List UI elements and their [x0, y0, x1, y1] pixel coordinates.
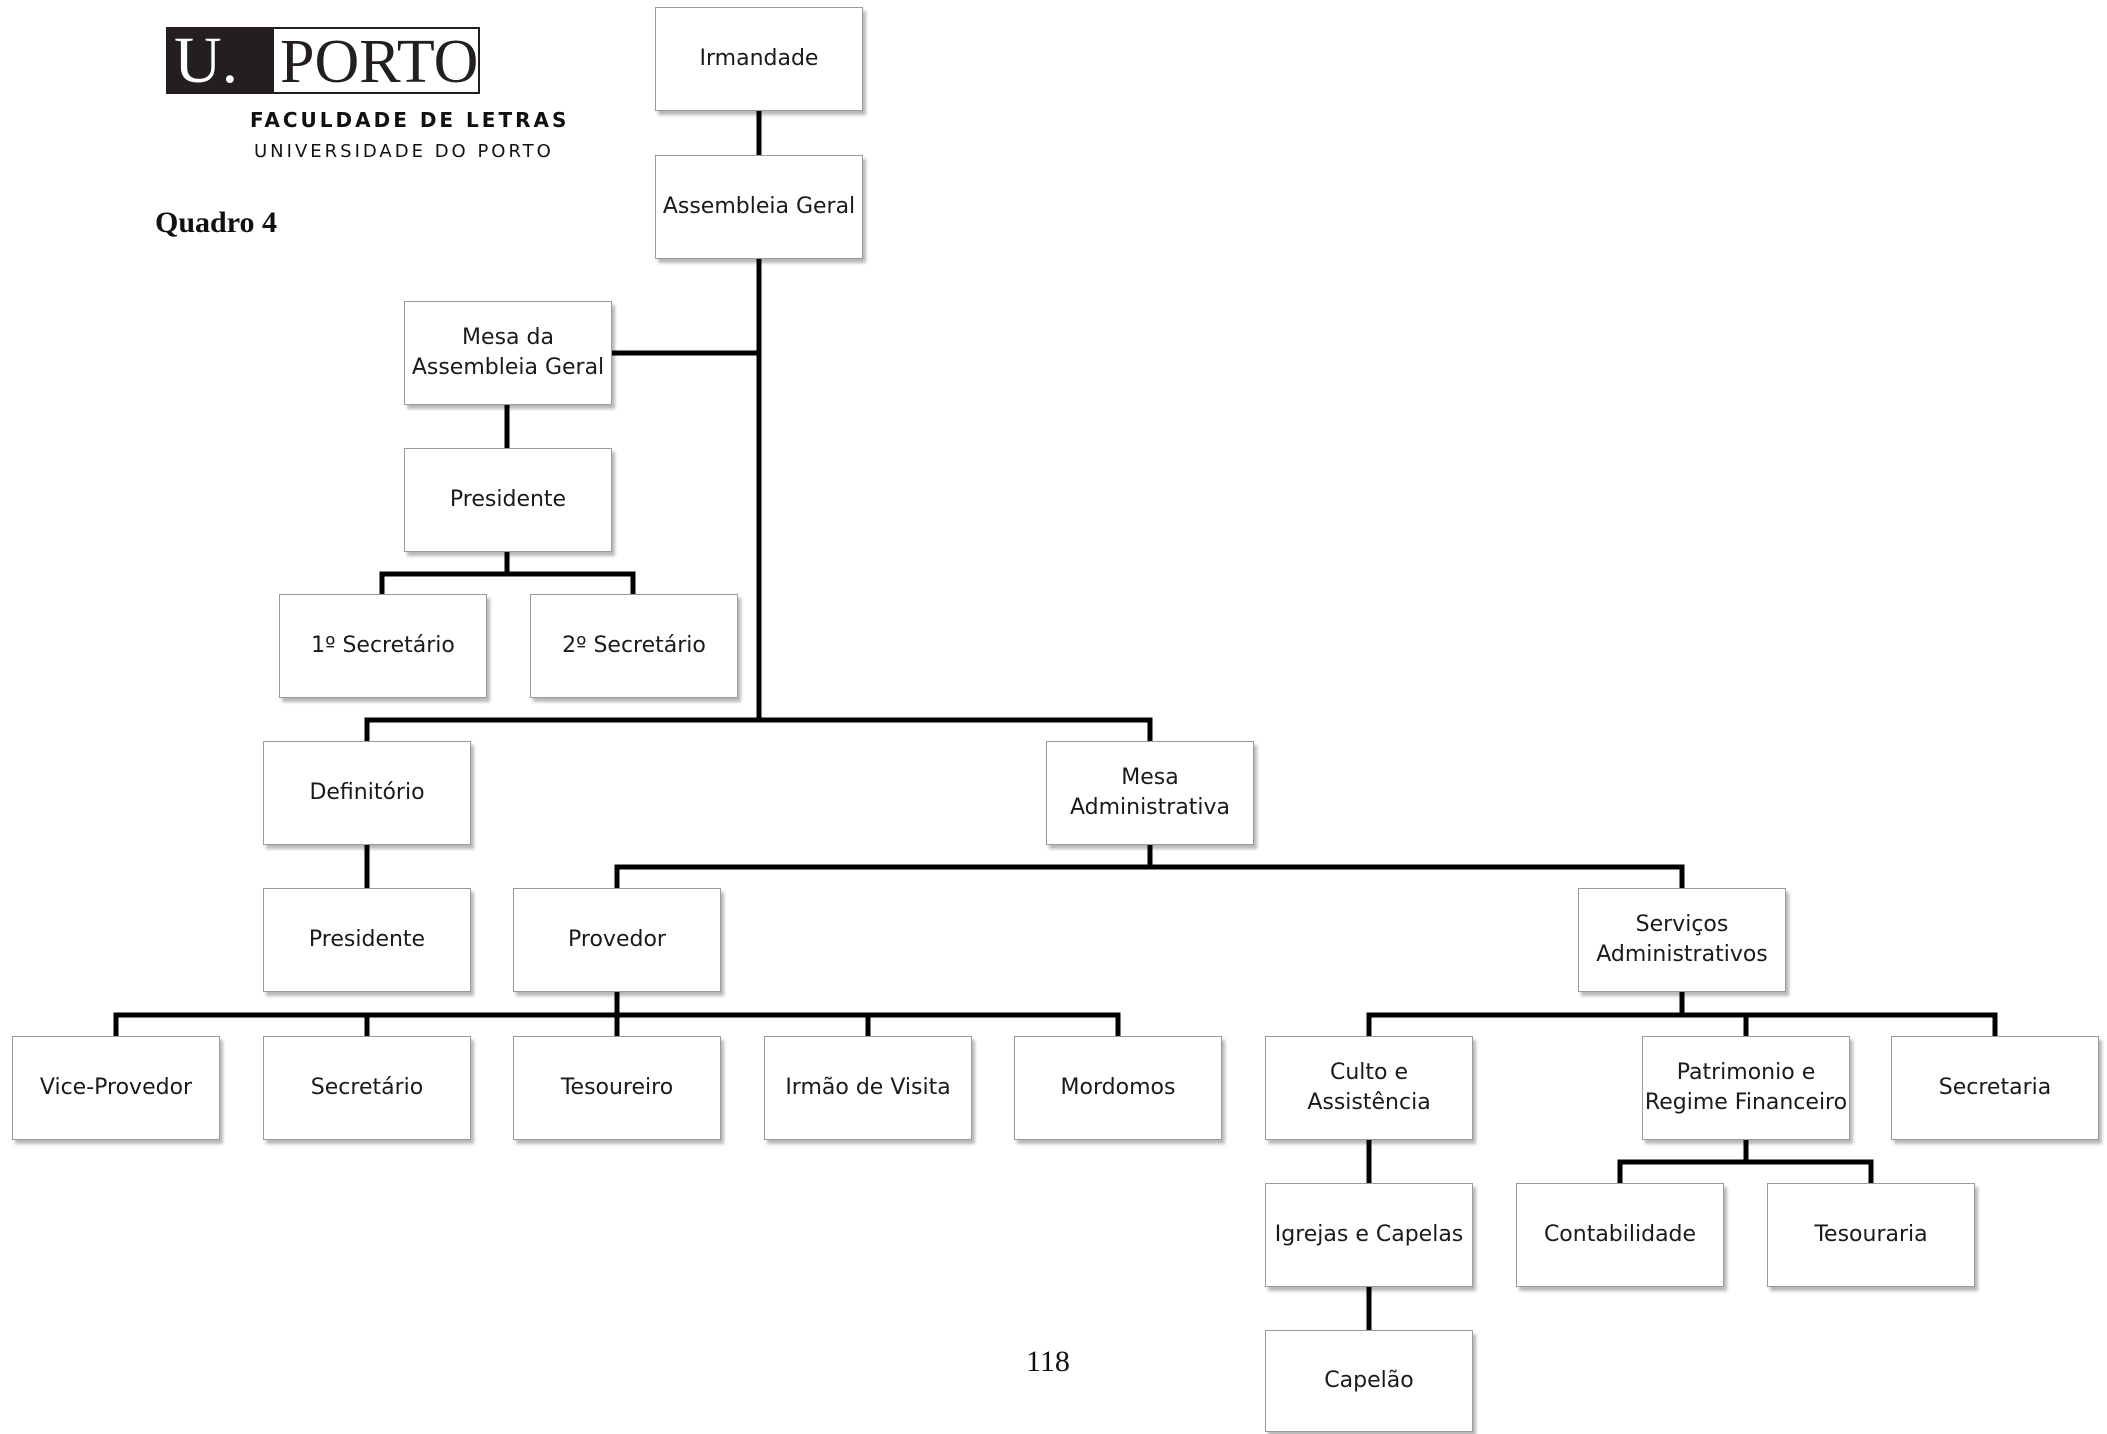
- node-igrejas-e-capelas: Igrejas e Capelas: [1265, 1183, 1473, 1287]
- node-presidente-mesa-ag: Presidente: [404, 448, 612, 552]
- node-irmandade: Irmandade: [655, 7, 863, 111]
- node-patrimonio-regime-financeiro: Patrimonio e Regime Financeiro: [1642, 1036, 1850, 1140]
- node-secretario: Secretário: [263, 1036, 471, 1140]
- connector-mesa-adm-branches: [614, 843, 1685, 891]
- connector-presidente-secretarios: [379, 549, 636, 597]
- connector-trunk-definitorio-mesa: [364, 717, 1153, 744]
- node-tesouraria: Tesouraria: [1767, 1183, 1975, 1287]
- node-segundo-secretario: 2º Secretário: [530, 594, 738, 698]
- node-vice-provedor: Vice-Provedor: [12, 1036, 220, 1140]
- page-number: 118: [1026, 1345, 1070, 1378]
- node-tesoureiro: Tesoureiro: [513, 1036, 721, 1140]
- node-secretaria: Secretaria: [1891, 1036, 2099, 1140]
- connector-provedor-children: [113, 991, 1121, 1039]
- node-mesa-assembleia-geral: Mesa da Assembleia Geral: [404, 301, 612, 405]
- connector-servicos-children: [1366, 991, 1998, 1039]
- figure-label: Quadro 4: [155, 206, 277, 239]
- node-capelao: Capelão: [1265, 1330, 1473, 1432]
- node-mordomos: Mordomos: [1014, 1036, 1222, 1140]
- node-irmao-de-visita: Irmão de Visita: [764, 1036, 972, 1140]
- node-provedor: Provedor: [513, 888, 721, 992]
- faculty-name: FACULDADE DE LETRAS: [250, 108, 570, 132]
- university-name: UNIVERSIDADE DO PORTO: [254, 141, 554, 162]
- node-primeiro-secretario: 1º Secretário: [279, 594, 487, 698]
- node-definitorio: Definitório: [263, 741, 471, 845]
- node-contabilidade: Contabilidade: [1516, 1183, 1724, 1287]
- node-culto-e-assistencia: Culto e Assistência: [1265, 1036, 1473, 1140]
- node-assembleia-geral: Assembleia Geral: [655, 155, 863, 259]
- connector-patrimonio-children: [1617, 1137, 1874, 1186]
- logo-porto-wordmark: PORTO: [272, 27, 480, 94]
- node-servicos-administrativos: Serviços Administrativos: [1578, 888, 1786, 992]
- node-presidente-definitorio: Presidente: [263, 888, 471, 992]
- logo-u-mark: U.: [166, 27, 272, 94]
- university-logo: U. PORTO: [166, 27, 480, 94]
- node-mesa-administrativa: Mesa Administrativa: [1046, 741, 1254, 845]
